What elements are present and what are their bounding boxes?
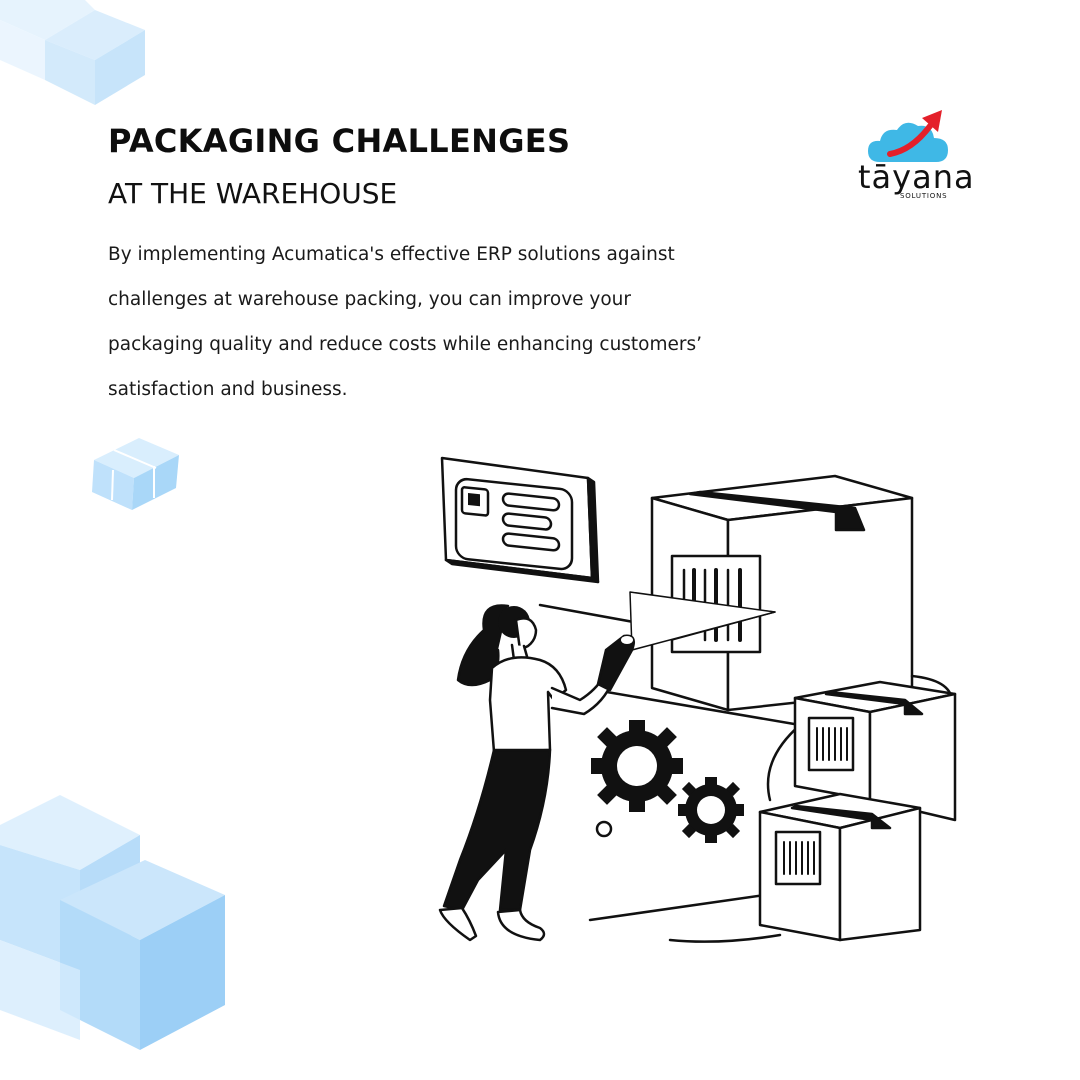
logo-tagline: SOLUTIONS	[900, 192, 948, 200]
screen-card-icon	[440, 456, 600, 584]
warehouse-barcode-scanning-illustration	[438, 456, 957, 943]
page-title: PACKAGING CHALLENGES	[108, 122, 571, 160]
cube-decoration-bottom-left-icon	[0, 795, 225, 1050]
gear-large-icon	[591, 720, 683, 812]
cloud-arrow-icon	[868, 110, 948, 162]
small-box-icon	[758, 792, 922, 942]
small-cube-decoration-icon	[92, 438, 179, 510]
page-subtitle: AT THE WAREHOUSE	[108, 177, 398, 210]
logo-wordmark: tāyana	[858, 158, 975, 196]
woman-with-scanner-icon	[438, 604, 635, 942]
gear-small-icon	[678, 777, 744, 843]
large-box-icon	[650, 474, 914, 712]
medium-box-icon	[793, 680, 957, 822]
cube-decoration-top-left-icon	[0, 0, 145, 105]
intro-paragraph: By implementing Acumatica's effective ER…	[108, 244, 703, 400]
